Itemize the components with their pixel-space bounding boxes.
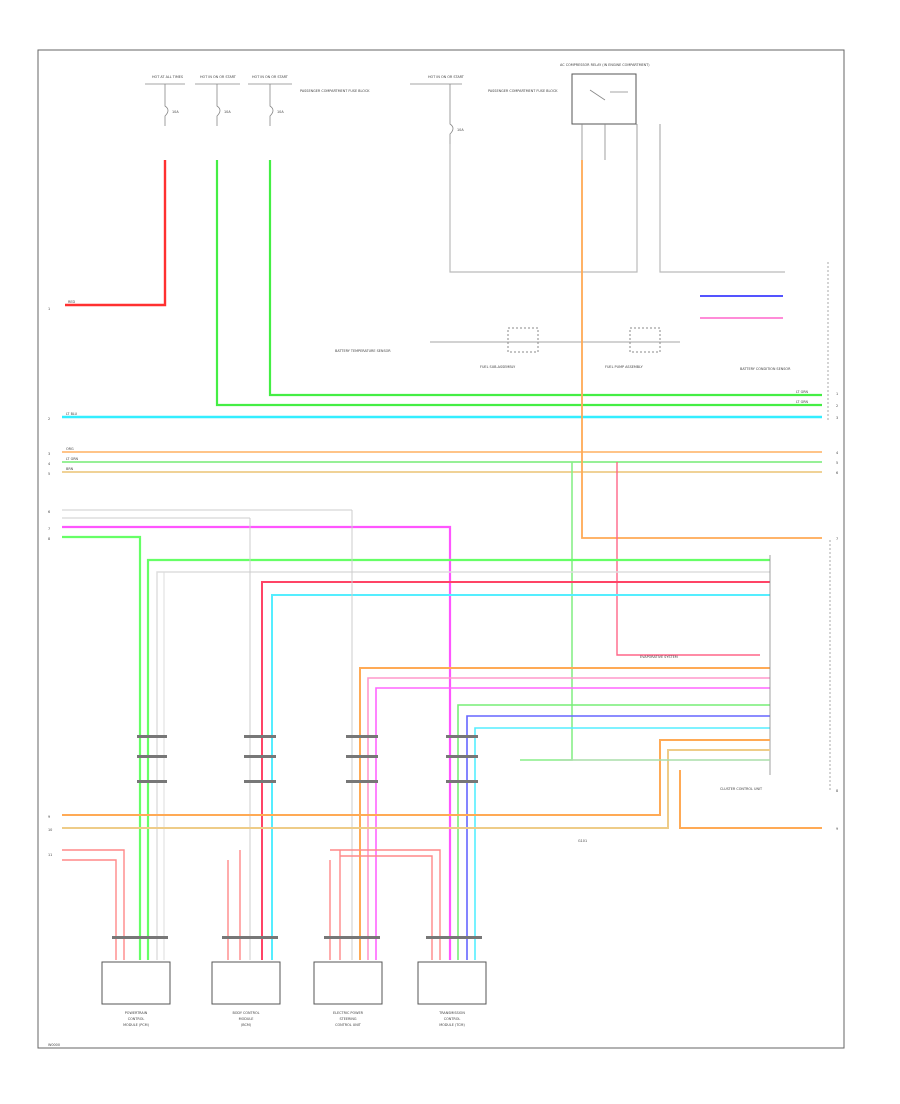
fuse-b: 10A [224,110,231,114]
wire-pnk-eps [367,677,770,960]
module-eps: ELECTRIC POWER STEERING CONTROL UNIT [313,961,383,1027]
wire-tan-bottom [62,749,770,829]
relay-title: AC COMPRESSOR RELAY (IN ENGINE COMPARTME… [560,63,650,67]
fuel-sub-label: FUEL SUB-ASSEMBLY [480,365,516,369]
module-tcm-line1: TRANSMISSION [438,1011,465,1015]
module-eps-line2: STEERING [339,1017,356,1021]
wire-label-lt-blu: LT BLU [66,412,78,416]
g101-label: G101 [578,839,587,843]
right-pin-9: 9 [836,827,838,831]
wire-red-feed [65,160,167,307]
wire-blu-tcm [466,715,770,960]
fuse-block-label-2: PASSENGER COMPARTMENT FUSE BLOCK [488,89,558,93]
right-pin-1: 1 [836,392,838,396]
fuse-stubs: 10A 10A 10A 10A [145,83,464,144]
connector-ticks [112,735,482,939]
wire-org-eps [359,667,770,960]
right-pin-7: 7 [836,537,838,541]
cluster-label: CLUSTER CONTROL UNIT [720,787,763,791]
module-pcm-line2: CONTROL [128,1017,145,1021]
wire-lt-blu-bcm [271,594,770,960]
module-bcm: BODY CONTROL MODULE (BCM) [211,961,281,1027]
left-pin-4: 4 [48,462,50,466]
connector-fuel-pump [629,327,661,353]
module-bcm-line1: BODY CONTROL [232,1011,259,1015]
hot-label-1: HOT AT ALL TIMES [152,75,183,79]
wire-red-pcm-bottom [62,849,125,960]
left-pin-numbers: 1 2 3 4 5 6 7 8 9 10 11 [48,307,52,857]
module-eps-line3: CONTROL UNIT [335,1023,362,1027]
wire-gray-fuse-d [449,144,638,273]
wire-red-pcm-bottom-2 [62,859,117,960]
right-pin-numbers: 1 2 3 4 5 6 7 8 9 [836,392,838,831]
left-pin-3: 3 [48,452,50,456]
wire-org-bottom [62,739,770,816]
right-pin-5: 5 [836,461,838,465]
wire-label-org: ORG [66,447,74,451]
wire-org-to-right [679,770,822,829]
connector-fuel-sub [507,327,539,353]
left-pin-9: 9 [48,815,50,819]
evap-label: EVAPORATIVE SYSTEM [640,655,678,659]
right-pin-3: 3 [836,416,838,420]
hot-label-2: HOT IN ON OR START [200,75,237,79]
wire-red-tcm-bottom [330,849,441,960]
module-tcm: TRANSMISSION CONTROL MODULE (TCM) [417,961,487,1027]
ac-compressor-relay [571,73,661,160]
cluster-connector [769,262,831,790]
module-tcm-line2: CONTROL [444,1017,461,1021]
wire-label-tan: BRN [66,467,74,471]
left-pin-6: 6 [48,510,50,514]
wire-green-feed-2 [268,160,822,397]
wire-mag-eps [375,687,770,960]
module-tcm-line3: MODULE (TCM) [439,1023,465,1027]
right-pin-8: 8 [836,789,838,793]
right-pin-4: 4 [836,451,838,455]
bat-temp-label: BATTERY TEMPERATURE SENSOR [335,349,391,353]
fuse-d: 10A [457,128,464,132]
module-pcm-line1: POWERTRAIN [125,1011,148,1015]
wire-orange-relay [581,160,822,539]
wire-magenta-bus [62,525,452,960]
left-pin-2: 2 [48,417,50,421]
wire-label-lt-grn: LT GRN [66,457,79,461]
wire-green-feed-1 [215,160,822,407]
left-pin-7: 7 [48,527,50,531]
right-pin-6: 6 [836,471,838,475]
wire-grn-pcm [146,558,770,960]
hot-label-4: HOT IN ON OR START [428,75,465,79]
module-pcm: POWERTRAIN CONTROL MODULE (PCM) [101,961,171,1027]
battery-cond-label: BATTERY CONDITION SENSOR [740,367,791,371]
module-bcm-line2: MODULE [239,1017,254,1021]
wire-red-evap [616,462,760,656]
module-eps-line1: ELECTRIC POWER [333,1011,364,1015]
fuse-a: 10A [172,110,179,114]
wire-label-grn-2: LT GRN [796,400,809,404]
right-pin-2: 2 [836,404,838,408]
wire-green-left [62,535,142,960]
left-pin-8: 8 [48,537,50,541]
module-pcm-line3: MODULE (PCM) [123,1023,149,1027]
module-bcm-line3: (BCM) [241,1023,252,1027]
wire-lt-blu-tcm [474,727,770,960]
footer-code: W0000 [48,1043,60,1047]
fuse-c: 10A [277,110,284,114]
wire-label-red-feed: RED [68,300,75,304]
diagram-frame [37,49,845,1049]
left-pin-1: 1 [48,307,50,311]
hot-label-3: HOT IN ON OR START [252,75,289,79]
wire-red-bcm [261,581,770,960]
wire-red-tcm-bottom-2 [340,855,433,960]
left-pin-5: 5 [48,472,50,476]
fuel-pump-label: FUEL PUMP ASSEMBLY [605,365,644,369]
wire-wht-pcm [156,571,770,960]
wire-label-grn-1: LT GRN [796,390,809,394]
fuse-block-label-1: PASSENGER COMPARTMENT FUSE BLOCK [300,89,370,93]
left-pin-10: 10 [48,828,52,832]
left-pin-11: 11 [48,853,52,857]
wire-relay-out [659,160,785,273]
wire-grn-tcm [457,704,770,960]
